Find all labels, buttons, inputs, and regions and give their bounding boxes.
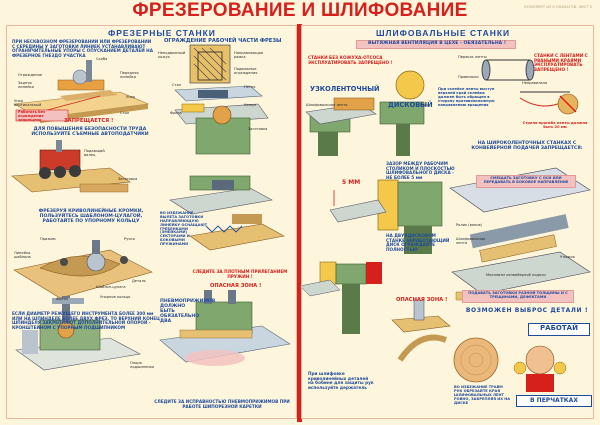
left-danger-zone: ОПАСНАЯ ЗОНА ! (210, 283, 262, 289)
sanding-disc-illustration (453, 337, 499, 383)
gap-text: ЗАЗОР МЕЖДУ РАБОЧИМ СТОЛИКОМ И ПЛОСКОСТЬ… (386, 161, 455, 180)
fence-label-moving-guard: Подвижные ограждения (234, 67, 258, 75)
fence-label-table: Стол (172, 83, 182, 87)
curved-label-cutter: Фреза (56, 297, 68, 301)
label-roller: Ролик (валик) (456, 223, 483, 227)
curve-grind-text: При шлифовке криволинейных деталей на бо… (308, 371, 374, 390)
comb-text: ВО ИЗБЕЖАНИЕ ВЫЛЕТА ЗАГОТОВКИ НАПРАВЛЯЮЩ… (160, 211, 208, 246)
fence-label-hinge: Петля (244, 85, 256, 89)
poster-title: ФРЕЗЕРОВАНИЕ И ШЛИФОВАНИЕ (132, 0, 468, 21)
no-hood-text: СТАНКИ БЕЗ КОЖУХА-ОТСОСА ЭКСПЛУАТИРОВАТЬ… (308, 55, 393, 65)
disc-label: ДИСКОВЫЙ (388, 101, 433, 109)
double-disc-sander (299, 261, 382, 334)
label-belt-skew: Перекос ленты (458, 55, 487, 59)
disc-edge-text: ВО ИЗБЕЖАНИЕ ТРАВМ РУК ОБРЕЗАЙТЕ КРАЯ ШЛ… (454, 385, 511, 405)
spindle-text: ЕСЛИ ДИАМЕТР РЕЖУЩЕГО ИНСТРУМЕНТА БОЛЕЕ … (12, 311, 160, 330)
label-sanding-table: Стол (420, 103, 430, 107)
label-correct: Правильно (458, 75, 479, 79)
curved-label-detail: Деталь (132, 279, 146, 283)
label-upor-vertikalny: Упор вертикальный (14, 99, 42, 107)
label-conveyor-mechanism: Механизм конвейерной подачи (486, 273, 546, 277)
label-pressure-shoe: Утюжок (560, 255, 575, 259)
frayed-belt-text: СТАНКИ С ЛЕНТАМИ С РВАНЫМИ КРАЯМИ ЭКСПЛУ… (534, 53, 588, 72)
center-divider (297, 24, 302, 422)
cutter-guard-illustration (174, 103, 269, 155)
label-perednyaya-lineyka: Передняя линейка (120, 71, 139, 79)
cutter-fence-illustration (174, 44, 263, 102)
conveyor-rule-2: ПОДАВАТЬ ЗАГОТОВКИ РАЗНОЙ ТОЛЩИНЫ И С ТР… (468, 291, 568, 299)
sanding-heading: ШЛИФОВАЛЬНЫЕ СТАНКИ (376, 28, 511, 38)
curved-label-ring: Упорное кольцо (100, 295, 131, 299)
label-upor: Упор (126, 95, 136, 99)
spindle-support-illustration (15, 296, 141, 371)
label-zadnyaya-lineyka: Задняя линейка (18, 81, 34, 89)
fence-heading: ОГРАЖДЕНИЕ РАБОЧЕЙ ЧАСТИ ФРЕЗЫ (164, 38, 282, 44)
conveyor-heading: НА ШИРОКОЛЕНТОЧНЫХ СТАНКАХ С КОНВЕЙЕРНОЙ… (471, 141, 583, 151)
curved-label-template-ruler: Линейка шаблона (14, 251, 31, 259)
feeder-text: ДЛЯ ПОВЫШЕНИЯ БЕЗОПАСНОСТИ ТРУДА ИСПОЛЬЗ… (31, 127, 149, 137)
belt-and-disc-sanders (305, 70, 425, 156)
curved-edge-text: ФРЕЗЕРУЯ КРИВОЛИНЕЙНЫЕ КРОМКИ, ПОЛЬЗУЙТЕ… (38, 209, 144, 224)
fence-label-blank: Заготовка (248, 127, 268, 131)
vent-text: ВЫТЯЖНАЯ ВЕНТИЛЯЦИЯ В ЦЕХЕ - ОБЯЗАТЕЛЬНА… (368, 41, 506, 46)
conveyor-banner-2 (462, 290, 574, 303)
router-table-illustration (13, 60, 150, 123)
gap-disc-sander (329, 179, 443, 254)
pneumo-text: ПНЕВМОПРИЖИМОВ ДОЛЖНО БЫТЬ ОБЯЗАТЕЛЬНО Д… (160, 299, 216, 324)
label-incorrect: Неправильно (522, 81, 548, 85)
curved-label-clamp: Прижим (40, 237, 56, 241)
right-danger-zone: ОПАСНАЯ ЗОНА ! (396, 297, 448, 303)
bobbin-sander (391, 299, 451, 362)
comb-springs-illustration (169, 175, 273, 215)
label-stol: Стол (120, 111, 130, 115)
milling-heading: ФРЕЗЕРНЫЕ СТАНКИ (108, 28, 216, 38)
belt-join-text: При склейке ленты выступ верхней край ск… (438, 87, 495, 107)
ejection-warning: ВОЗМОЖЕН ВЫБРОС ДЕТАЛИ ! (465, 307, 589, 314)
work-box (528, 323, 590, 336)
vent-banner (356, 40, 516, 49)
spring-warning: СЛЕДИТЕ ЗА ПЛОТНЫМ ПРИЛЕГАНИЕМ ПРУЖИН ! (192, 269, 288, 279)
gloves-label: В ПЕРЧАТКАХ (530, 397, 578, 404)
gap-size-label: 5 ММ (342, 179, 361, 186)
label-sanding-belt: Шлифовальная лента (306, 103, 348, 107)
double-disc-text: НА ДВУХДИСКОВОМ СТАНКЕ НЕРАБОТАЮЩИЙ ДИСК… (386, 233, 450, 252)
narrow-belt-label: УЗКОЛЕНТОЧНЫЙ (310, 85, 380, 93)
conveyor-banner-1 (476, 175, 576, 188)
label-wide-belt: Шлифовальная лента (456, 237, 486, 245)
label-ograzhdenie: Ограждение (18, 73, 43, 77)
label-bearing-support: Опора подшипника (130, 361, 155, 369)
tenon-carriage-illustration (159, 290, 291, 366)
belt-tension-diagram (481, 59, 579, 115)
milling-intro-text: ПРИ НЕСКВОЗНОМ ФРЕЗЕРОВАНИИ ИЛИ ФРЕЗЕРОВ… (12, 39, 153, 58)
gloves-box (516, 395, 592, 407)
fence-label-guide-frame: Направляющая рамка (234, 51, 264, 59)
spring-plate-illustration (189, 214, 285, 251)
curved-label-handle: Ручка (124, 237, 135, 241)
poster-corner-note: КОМПЛЕКТ ИЗ 6 ПЛАКАТОВ. ЛИСТ 5 (524, 5, 592, 9)
fence-label-cutter: Фреза (170, 111, 182, 115)
conveyor-rule-1: СМЕЩАТЬ ЗАГОТОВКУ С ОСИ ИЛИ ПЕРЕДАВАТЬ В… (483, 176, 569, 184)
feeder-label-blank: Заготовка (118, 177, 138, 181)
fence-label-cover: Кожух (244, 103, 257, 107)
feeder-label-roller: Подающий валец (84, 149, 105, 157)
belt-deflection-text: Стрела прогиба ленты должна быть 20 мм (522, 121, 588, 129)
fence-label-fixed-cover: Неподвижный кожух (158, 51, 186, 59)
worker-gloves-illustration (513, 345, 567, 392)
prohibited-label-1: ЗАПРЕЩАЕТСЯ ! (64, 118, 114, 124)
curved-label-template: Шаблон-цулага (96, 285, 126, 289)
template-routing-illustration (13, 240, 153, 299)
sanding-panel (301, 25, 594, 419)
label-skoba: Скоба (96, 57, 108, 61)
work-label: РАБОТАЙ (540, 324, 578, 332)
label-no-guard: Работать без ограждения запрещено (18, 110, 46, 122)
milling-panel (6, 25, 297, 419)
auto-feeder-illustration (11, 140, 131, 193)
pneumo-bottom-text: СЛЕДИТЕ ЗА ИСПРАВНОСТЬЮ ПНЕВМОПРИЖИМОВ П… (154, 399, 290, 409)
